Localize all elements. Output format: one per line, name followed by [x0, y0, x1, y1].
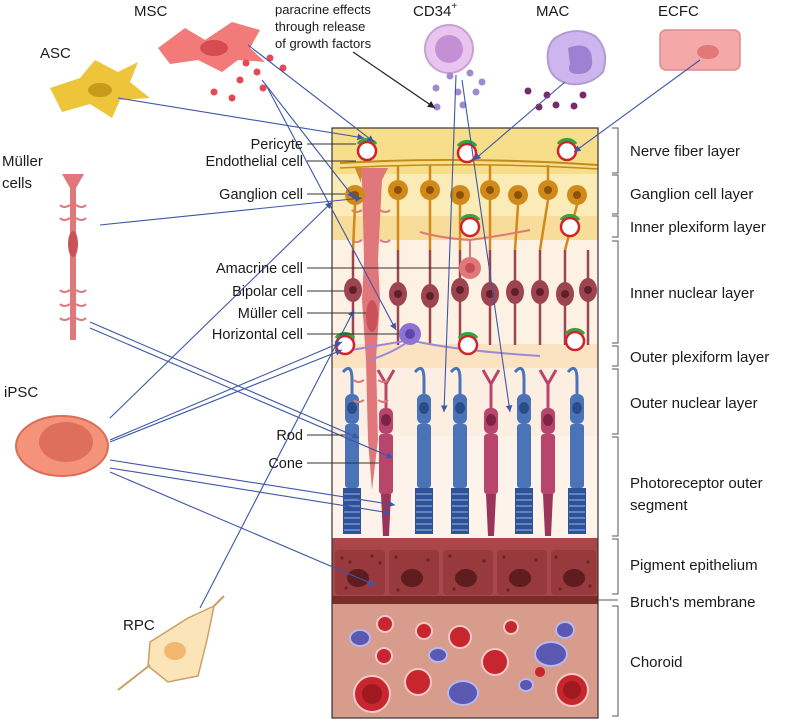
- rpc-label: RPC: [123, 617, 155, 634]
- pigment-cells: [335, 550, 596, 595]
- ipsc-label: iPSC: [4, 384, 38, 401]
- muller-cell-in-retina: [351, 168, 391, 490]
- capillaries: [334, 140, 586, 356]
- inner-plexiform-layer-label: Inner plexiform layer: [630, 219, 766, 236]
- mac-cell: [524, 30, 607, 111]
- photoreceptors: [341, 366, 586, 536]
- cd34-cell: [424, 24, 486, 111]
- cone-cell: [538, 369, 558, 536]
- ganglion-cell-layer-label: Ganglion cell layer: [630, 186, 753, 203]
- source-labels: MSC ASC Müller cells iPSC RPC CD34+ MAC …: [2, 1, 699, 634]
- rod-cell: [449, 366, 469, 534]
- ganglion-cell-label: Ganglion cell: [219, 187, 303, 203]
- muller-cell-label: Müller cell: [238, 306, 303, 322]
- label-leader-lines: [307, 143, 459, 464]
- horizontal-cell-label: Horizontal cell: [212, 327, 303, 343]
- paracrine-arrow: [352, 51, 436, 109]
- inner-nuclear-layer-label: Inner nuclear layer: [630, 285, 754, 302]
- cone-cell: [481, 369, 501, 536]
- photoreceptor-layer-label-line1: Photoreceptor outer: [630, 475, 763, 492]
- ecfc-cell: [659, 29, 741, 71]
- amacrine-cell-in-retina: [419, 229, 531, 279]
- paracrine-annotation: paracrine effects through release of gro…: [275, 2, 372, 51]
- pericyte-label: Pericyte: [251, 137, 303, 153]
- layer-brackets: [598, 127, 619, 717]
- muller-source-cell: [59, 174, 87, 340]
- rod-cell: [413, 366, 433, 534]
- nerve-fiber-layer-label: Nerve fiber layer: [630, 143, 740, 160]
- horizontal-cell-in-retina: [339, 323, 541, 361]
- pericytes: [334, 137, 586, 339]
- asc-label: ASC: [40, 45, 71, 62]
- muller-label-line1: Müller: [2, 153, 43, 170]
- ipsc-cell: [15, 415, 109, 477]
- cd34-label: CD34+: [413, 1, 457, 20]
- pigment-epithelium-label: Pigment epithelium: [630, 557, 758, 574]
- outer-nuclear-layer-label: Outer nuclear layer: [630, 395, 758, 412]
- ecfc-label: ECFC: [658, 3, 699, 20]
- rpc-cell: [117, 595, 225, 691]
- layer-labels: Nerve fiber layer Ganglion cell layer In…: [630, 143, 769, 671]
- bipolar-cell-label: Bipolar cell: [232, 284, 303, 300]
- cell-type-labels: Pericyte Endothelial cell Ganglion cell …: [205, 137, 303, 472]
- cd34-superscript: +: [451, 1, 457, 12]
- paracrine-line2: through release: [275, 19, 365, 34]
- retina-section: [331, 127, 599, 719]
- photoreceptor-layer-label-line2: segment: [630, 497, 688, 514]
- connection-arrows: [89, 44, 701, 609]
- mac-label: MAC: [536, 3, 570, 20]
- cone-label: Cone: [268, 456, 303, 472]
- endothelial-cell-label: Endothelial cell: [205, 154, 303, 170]
- choroid-blood-cells: [349, 615, 589, 713]
- rod-label: Rod: [276, 428, 303, 444]
- amacrine-cell-label: Amacrine cell: [216, 261, 303, 277]
- bruchs-membrane-band: [332, 596, 598, 604]
- msc-label: MSC: [134, 3, 168, 20]
- paracrine-line1: paracrine effects: [275, 2, 371, 17]
- rod-cell: [513, 366, 533, 534]
- choroid-label: Choroid: [630, 654, 683, 671]
- bruchs-membrane-label: Bruch's membrane: [630, 594, 755, 611]
- paracrine-line3: of growth factors: [275, 36, 372, 51]
- muller-label-line2: cells: [2, 175, 32, 192]
- rod-cell: [566, 366, 586, 534]
- cd34-base: CD34: [413, 3, 451, 20]
- msc-cell: [158, 22, 287, 102]
- asc-cell: [50, 60, 150, 118]
- outer-plexiform-layer-label: Outer plexiform layer: [630, 349, 769, 366]
